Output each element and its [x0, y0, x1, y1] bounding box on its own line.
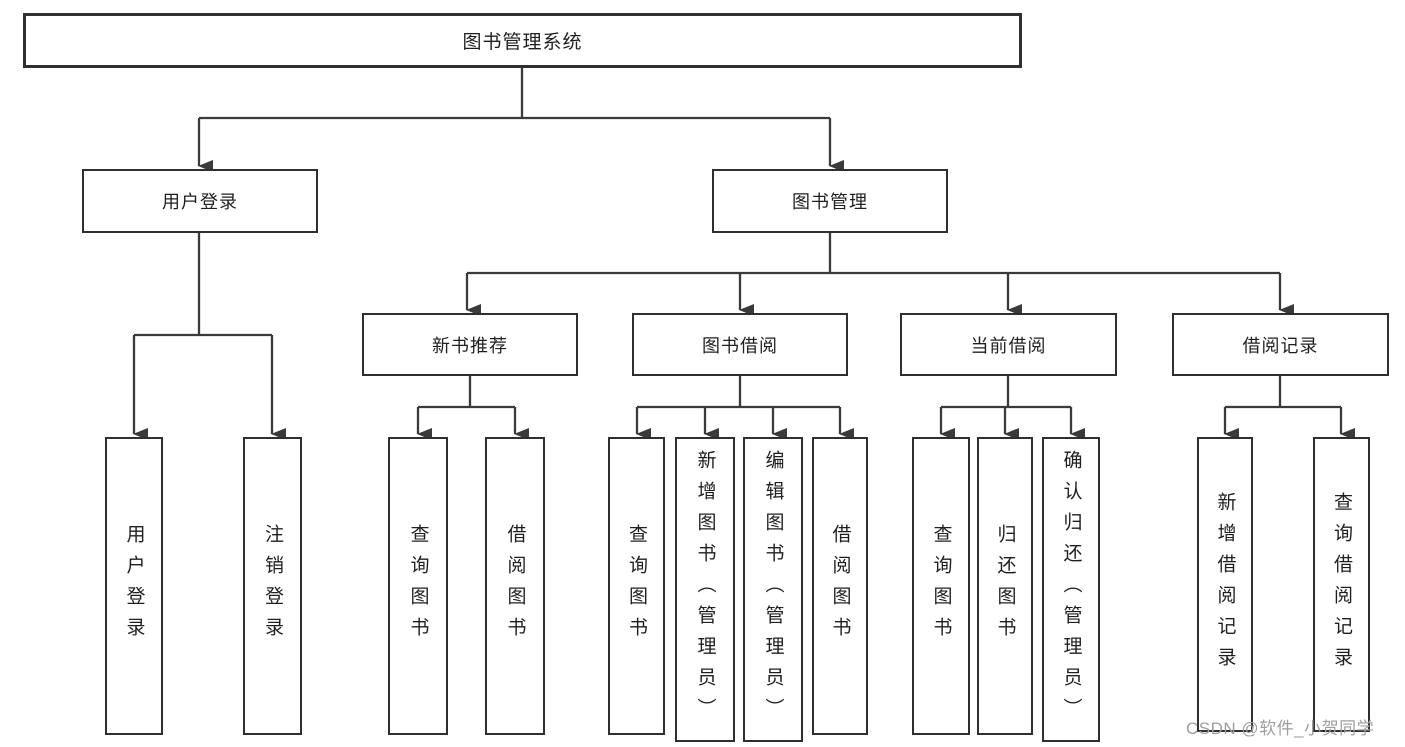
- leaf-query-books-current: 查询图书: [912, 437, 970, 735]
- leaf-borrow-books-recommend: 借阅图书: [485, 437, 545, 735]
- node-label: 借阅图书: [504, 524, 526, 648]
- leaf-query-books-recommend: 查询图书: [388, 437, 448, 735]
- node-label: 用户登录: [123, 524, 145, 648]
- node-book-borrowing: 图书借阅: [632, 313, 848, 376]
- node-label: 图书管理系统: [462, 32, 583, 53]
- node-label: 新增图书（管理员）: [694, 450, 716, 729]
- leaf-confirm-return-admin: 确认归还（管理员）: [1042, 437, 1100, 742]
- leaf-add-borrow-record: 新增借阅记录: [1197, 437, 1253, 732]
- node-book-management: 图书管理: [712, 169, 948, 233]
- leaf-logout: 注销登录: [243, 437, 302, 735]
- node-label: 用户登录: [162, 192, 238, 212]
- node-new-book-recommend: 新书推荐: [362, 313, 578, 376]
- leaf-query-borrow-record: 查询借阅记录: [1313, 437, 1370, 732]
- leaf-user-login: 用户登录: [105, 437, 163, 735]
- node-label: 归还图书: [994, 524, 1016, 648]
- node-label: 查询图书: [626, 524, 647, 648]
- node-label: 新书推荐: [432, 335, 508, 356]
- node-label: 注销登录: [262, 524, 283, 648]
- leaf-edit-books-admin: 编辑图书（管理员）: [743, 437, 803, 742]
- node-label: 查询图书: [407, 524, 429, 648]
- node-borrowing-records: 借阅记录: [1172, 313, 1389, 376]
- node-library-system: 图书管理系统: [23, 13, 1022, 68]
- node-label: 确认归还（管理员）: [1060, 450, 1082, 729]
- node-user-login-group: 用户登录: [82, 169, 318, 233]
- node-label: 新增借阅记录: [1214, 491, 1236, 678]
- node-label: 查询借阅记录: [1331, 491, 1352, 678]
- csdn-watermark: CSDN @软件_小贺同学: [1186, 719, 1375, 738]
- leaf-return-books: 归还图书: [977, 437, 1033, 735]
- node-label: 当前借阅: [970, 335, 1047, 356]
- node-label: 图书管理: [792, 192, 868, 212]
- leaf-add-books-admin: 新增图书（管理员）: [675, 437, 735, 742]
- node-label: 图书借阅: [702, 335, 778, 356]
- node-label: 查询图书: [930, 524, 952, 648]
- leaf-query-books-borrowing: 查询图书: [608, 437, 665, 735]
- node-label: 编辑图书（管理员）: [762, 450, 784, 729]
- node-current-borrowing: 当前借阅: [900, 313, 1117, 376]
- leaf-borrow-books: 借阅图书: [812, 437, 868, 735]
- node-label: 借阅记录: [1242, 335, 1319, 356]
- node-label: 借阅图书: [829, 524, 851, 648]
